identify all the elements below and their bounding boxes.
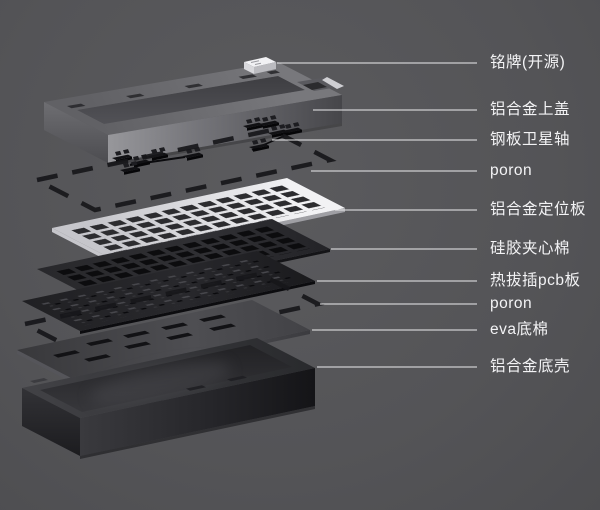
top-case-graphic bbox=[44, 62, 344, 166]
stabilizers-graphic bbox=[112, 115, 302, 175]
poron-bottom-graphic bbox=[18, 271, 325, 357]
nameplate-graphic bbox=[244, 57, 276, 74]
leader-lines bbox=[272, 62, 477, 368]
bottom-case-graphic bbox=[22, 338, 315, 459]
poron-top-graphic bbox=[30, 127, 337, 213]
